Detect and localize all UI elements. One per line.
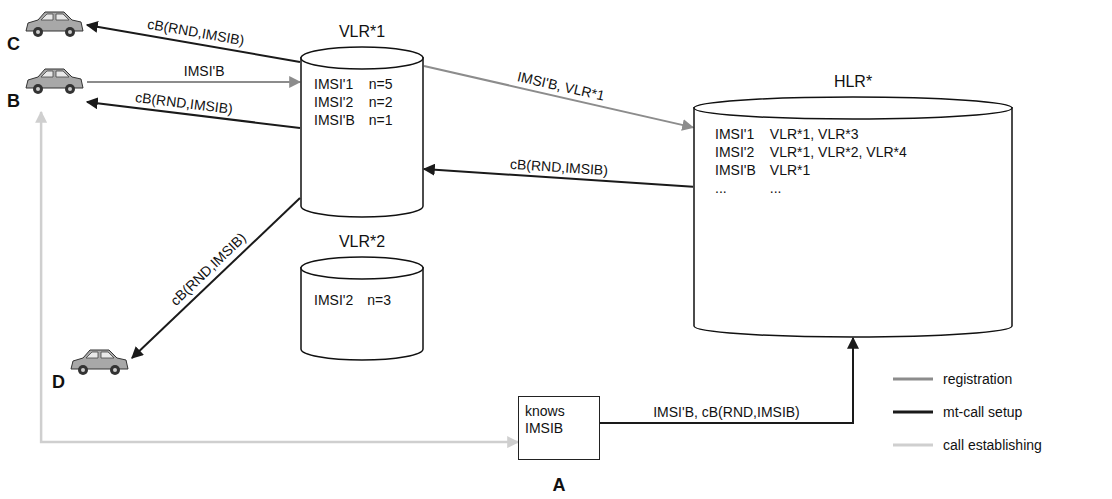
edge-label: cB(RND,IMSIB) <box>165 228 250 310</box>
cylinder-top <box>694 97 1012 119</box>
table-cell: IMSI'1 <box>314 76 355 92</box>
table-cell: n=5 <box>369 76 393 92</box>
car-letter: B <box>7 91 20 112</box>
table-cell: n=3 <box>367 292 391 308</box>
car-drawing <box>23 64 85 98</box>
connector-arrow <box>424 66 693 127</box>
cylinder-top <box>301 47 423 69</box>
table-cell: n=1 <box>369 112 393 128</box>
table-cell: n=2 <box>369 94 393 110</box>
connector-arrow <box>41 112 518 442</box>
car-letter: D <box>52 372 65 393</box>
table-cell: IMSI'2 <box>314 94 355 110</box>
database-name: VLR*1 <box>300 18 424 46</box>
cylinder-side <box>301 267 423 360</box>
table-cell: IMSI'2 <box>715 144 756 160</box>
connector-arrow <box>87 81 300 83</box>
database-cylinder: HLR* IMSI'1 VLR*1, VLR*3IMSI'2 VLR*1, VLR*2… <box>693 68 1013 338</box>
car-wheel <box>65 84 75 94</box>
cylinder-table: IMSI'2 n=3 <box>300 256 424 308</box>
legend-text: mt-call setup <box>943 404 1022 420</box>
legend-swatch <box>893 440 933 450</box>
cylinder-side <box>694 107 1012 337</box>
car-wheel <box>110 365 120 375</box>
legend-line <box>893 410 933 413</box>
car-drawing <box>23 7 85 41</box>
cylinder-outline <box>300 46 424 218</box>
database-cylinder: VLR*2IMSI'2 n=3 <box>300 228 424 361</box>
car-hub <box>113 368 117 372</box>
legend-line <box>893 377 933 380</box>
edge-label: IMSI'B <box>182 63 227 79</box>
cylinder-table: IMSI'1 VLR*1, VLR*3IMSI'2 VLR*1, VLR*2, VL… <box>693 96 1013 196</box>
car-icon: D <box>50 343 132 393</box>
node-letter: A <box>547 471 572 499</box>
legend-row: mt-call setup <box>893 395 1042 428</box>
car-body <box>26 12 83 31</box>
cylinder-top <box>301 257 423 279</box>
car-letter: C <box>7 34 20 55</box>
car-window <box>41 71 69 77</box>
table-cell: IMSI'2 <box>314 292 353 308</box>
legend: registration mt-call setup call establishi… <box>893 362 1042 461</box>
car-wheel <box>78 365 88 375</box>
legend-row: registration <box>893 362 1042 395</box>
table-cell: VLR*1, VLR*3 <box>770 126 907 142</box>
cylinder-body: IMSI'1 VLR*1, VLR*3IMSI'2 VLR*1, VLR*2, VL… <box>693 96 1013 338</box>
legend-swatch <box>893 374 933 384</box>
car-body <box>26 69 83 88</box>
table-cell: IMSI'B <box>314 112 355 128</box>
cylinder-side <box>301 57 423 217</box>
edge-label: IMSI'B, VLR*1 <box>514 68 608 104</box>
car-drawing <box>68 345 130 379</box>
car-window <box>41 14 69 20</box>
cylinder-outline <box>300 256 424 361</box>
box-text: knows IMSIB <box>519 397 599 443</box>
car-hub <box>68 87 72 91</box>
car-window <box>86 352 114 358</box>
edge-label: cB(RND,IMSIB) <box>133 89 236 117</box>
car-hub <box>36 87 40 91</box>
cylinder-body: IMSI'2 n=3 <box>300 256 424 361</box>
car-icon: B <box>5 62 87 112</box>
car-wheel <box>33 27 43 37</box>
car-wheel <box>33 84 43 94</box>
legend-text: registration <box>943 371 1012 387</box>
cylinder-table: IMSI'1 n=5IMSI'2 n=2IMSI'B n=1 <box>300 46 424 128</box>
edge-label: IMSI'B, cB(RND,IMSIB) <box>651 404 802 420</box>
car-hub <box>81 368 85 372</box>
database-name: VLR*2 <box>300 228 424 256</box>
connector-arrow <box>132 198 300 358</box>
car-icon: C <box>5 5 87 55</box>
car-wheel <box>65 27 75 37</box>
legend-swatch <box>893 407 933 417</box>
legend-line <box>893 443 933 446</box>
table-cell: ... <box>715 180 756 196</box>
legend-text: call establishing <box>943 437 1042 453</box>
process-box: knows IMSIBA <box>518 396 600 460</box>
table-cell: ... <box>770 180 907 196</box>
connector-arrow <box>600 338 853 423</box>
car-hub <box>36 30 40 34</box>
table-cell: IMSI'1 <box>715 126 756 142</box>
legend-row: call establishing <box>893 428 1042 461</box>
car-hub <box>68 30 72 34</box>
database-name: HLR* <box>693 68 1013 96</box>
cylinder-body: IMSI'1 n=5IMSI'2 n=2IMSI'B n=1 <box>300 46 424 218</box>
car-body <box>71 350 128 369</box>
table-cell: IMSI'B <box>715 162 756 178</box>
table-cell: VLR*1, VLR*2, VLR*4 <box>770 144 907 160</box>
table-cell: VLR*1 <box>770 162 907 178</box>
database-cylinder: VLR*1IMSI'1 n=5IMSI'2 n=2IMSI'B n=1 <box>300 18 424 218</box>
